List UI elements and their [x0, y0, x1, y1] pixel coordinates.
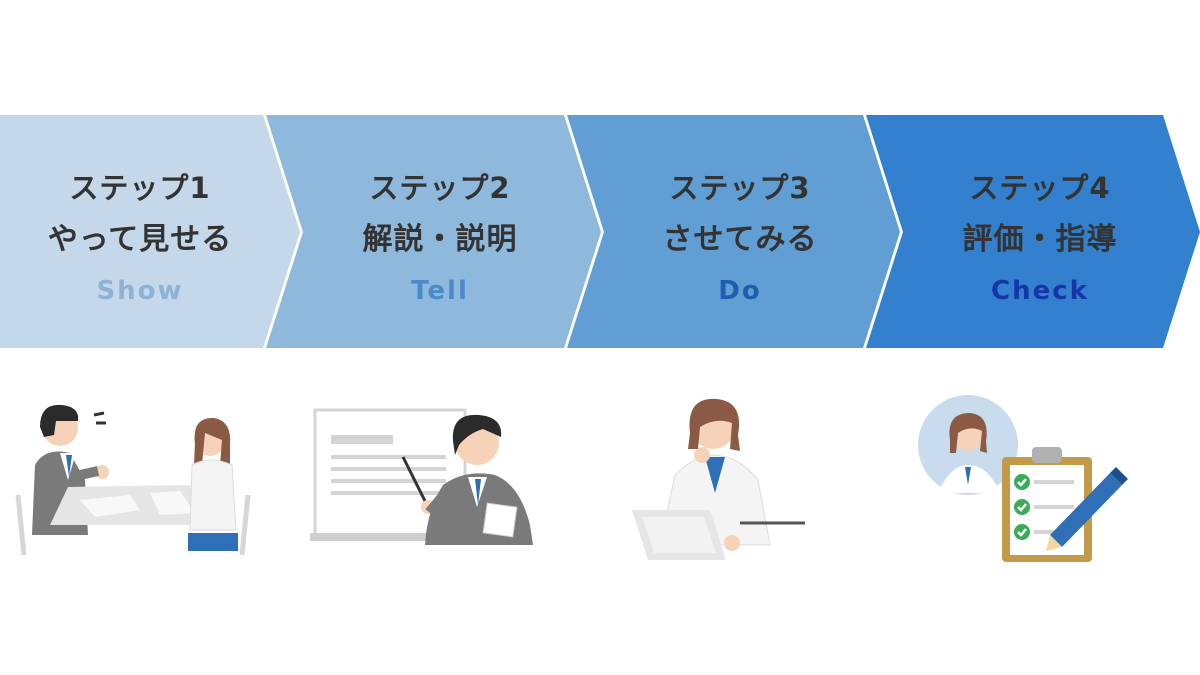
- step4-title: 評価・指導: [962, 222, 1118, 257]
- step1-chevron: [0, 115, 300, 348]
- presenter-at-whiteboard-icon: [310, 408, 533, 545]
- step4-english: Check: [991, 276, 1089, 306]
- step1-title: やって見せる: [47, 222, 233, 257]
- step2-chevron: [266, 115, 601, 348]
- step2-title: 解説・説明: [362, 222, 518, 257]
- step2-block: ステップ2 解説・説明 Tell: [320, 165, 560, 313]
- step4-chevron: [866, 115, 1200, 348]
- step3-block: ステップ3 させてみる Do: [620, 165, 860, 313]
- step4-label: ステップ4: [969, 171, 1111, 205]
- step1-block: ステップ1 やって見せる Show: [20, 165, 260, 313]
- checklist-evaluation-icon: [918, 395, 1128, 562]
- step3-title: させてみる: [662, 222, 818, 257]
- step3-chevron: [567, 115, 900, 348]
- step1-label: ステップ1: [69, 171, 211, 205]
- meeting-at-table-icon: [15, 404, 251, 556]
- step4-block: ステップ4 評価・指導 Check: [920, 165, 1160, 313]
- step3-english: Do: [718, 276, 762, 306]
- thinking-at-laptop-icon: [632, 398, 805, 560]
- step2-label: ステップ2: [369, 171, 511, 205]
- step1-english: Show: [96, 276, 184, 306]
- step3-label: ステップ3: [669, 171, 811, 205]
- step2-english: Tell: [411, 276, 469, 306]
